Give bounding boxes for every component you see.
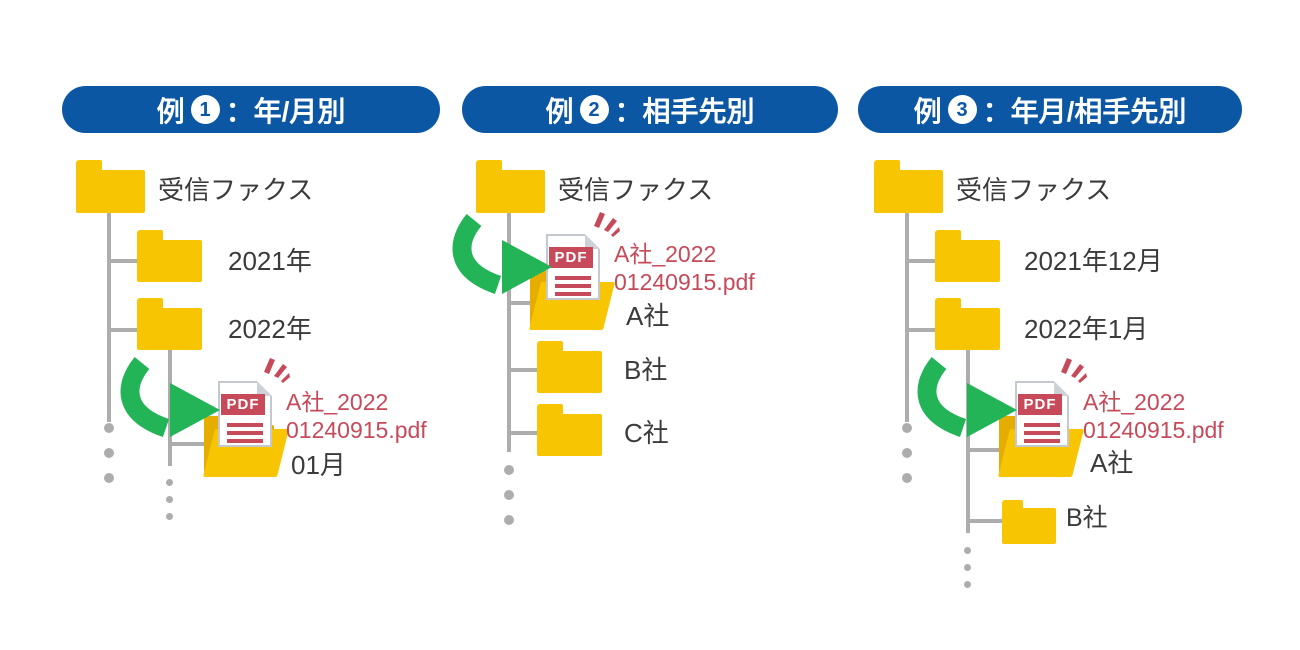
example-2-header: 例 2 ：相手先別 (462, 86, 838, 133)
folder-label: C社 (624, 418, 669, 448)
folder-label: 2021年 (228, 246, 312, 276)
folder-icon (537, 341, 602, 393)
ellipsis-dots-icon (166, 479, 173, 520)
tree-subtrunk-line (966, 350, 970, 533)
folder-icon (1002, 500, 1056, 544)
emphasis-burst-icon (1061, 358, 1087, 383)
pdf-file-icon: PDF (546, 234, 600, 300)
page-fold-icon (257, 381, 272, 396)
folder-label: 2022年 (228, 314, 312, 344)
tree-branch-line (966, 448, 1001, 452)
circled-number-icon: 1 (190, 95, 220, 124)
pdf-filename: A社_2022 01240915.pdf (1083, 389, 1224, 443)
folder-icon (76, 160, 145, 213)
header-title: ：年月/相手先別 (982, 95, 1187, 127)
curved-arrow-icon (452, 213, 552, 294)
circled-number-icon: 2 (579, 95, 609, 124)
folder-icon (874, 160, 943, 213)
folder-icon (137, 298, 202, 350)
folder-icon (137, 230, 202, 282)
pdf-filename: A社_2022 01240915.pdf (614, 241, 755, 295)
folder-label: A社 (1090, 448, 1134, 478)
tree-branch-line (905, 259, 937, 263)
tree-branch-line (507, 431, 539, 435)
curved-arrow-icon (120, 356, 220, 437)
tree-branch-line (966, 519, 1002, 523)
tree-trunk-line (905, 212, 909, 422)
emphasis-burst-icon (264, 358, 290, 383)
pdf-badge: PDF (1018, 394, 1062, 415)
folder-label: 受信ファクス (158, 175, 314, 205)
tree-trunk-line (507, 212, 511, 452)
example-1-header: 例 1 ：年/月別 (62, 86, 440, 133)
folder-label: 受信ファクス (956, 175, 1112, 205)
pdf-file-icon: PDF (1015, 381, 1069, 447)
tree-branch-line (107, 328, 139, 332)
header-title: ：年/月別 (225, 95, 346, 127)
header-prefix: 例 (545, 95, 574, 127)
tree-branch-line (905, 328, 937, 332)
tree-branch-line (507, 301, 533, 305)
example-3-header: 例 3 ：年月/相手先別 (858, 86, 1242, 133)
ellipsis-dots-icon (964, 547, 971, 588)
folder-icon (935, 230, 1000, 282)
pdf-file-icon: PDF (218, 381, 272, 447)
folder-label: A社 (626, 301, 670, 331)
pdf-filename: A社_2022 01240915.pdf (286, 389, 427, 443)
emphasis-burst-icon (594, 212, 620, 237)
tree-branch-line (107, 259, 139, 263)
ellipsis-dots-icon (504, 465, 514, 525)
ellipsis-dots-icon (902, 423, 912, 483)
folder-label: 受信ファクス (558, 175, 714, 205)
tree-branch-line (507, 368, 539, 372)
tree-branch-line (168, 442, 206, 446)
page-fold-icon (585, 234, 600, 249)
header-prefix: 例 (913, 95, 942, 127)
circled-number-icon: 3 (947, 95, 977, 124)
ellipsis-dots-icon (104, 423, 114, 483)
folder-icon (935, 298, 1000, 350)
folder-label: 2022年1月 (1024, 314, 1149, 344)
tree-trunk-line (107, 212, 111, 422)
page-fold-icon (1054, 381, 1069, 396)
folder-icon (476, 160, 545, 213)
folder-label: 2021年12月 (1024, 246, 1163, 276)
pdf-badge: PDF (221, 394, 265, 415)
curved-arrow-icon (917, 356, 1017, 437)
folder-icon (537, 404, 602, 456)
folder-label: B社 (624, 355, 668, 385)
folder-label: 01月 (291, 450, 346, 480)
header-prefix: 例 (156, 95, 185, 127)
folder-label: B社 (1066, 504, 1108, 532)
header-title: ：相手先別 (614, 95, 755, 127)
pdf-badge: PDF (549, 247, 593, 268)
